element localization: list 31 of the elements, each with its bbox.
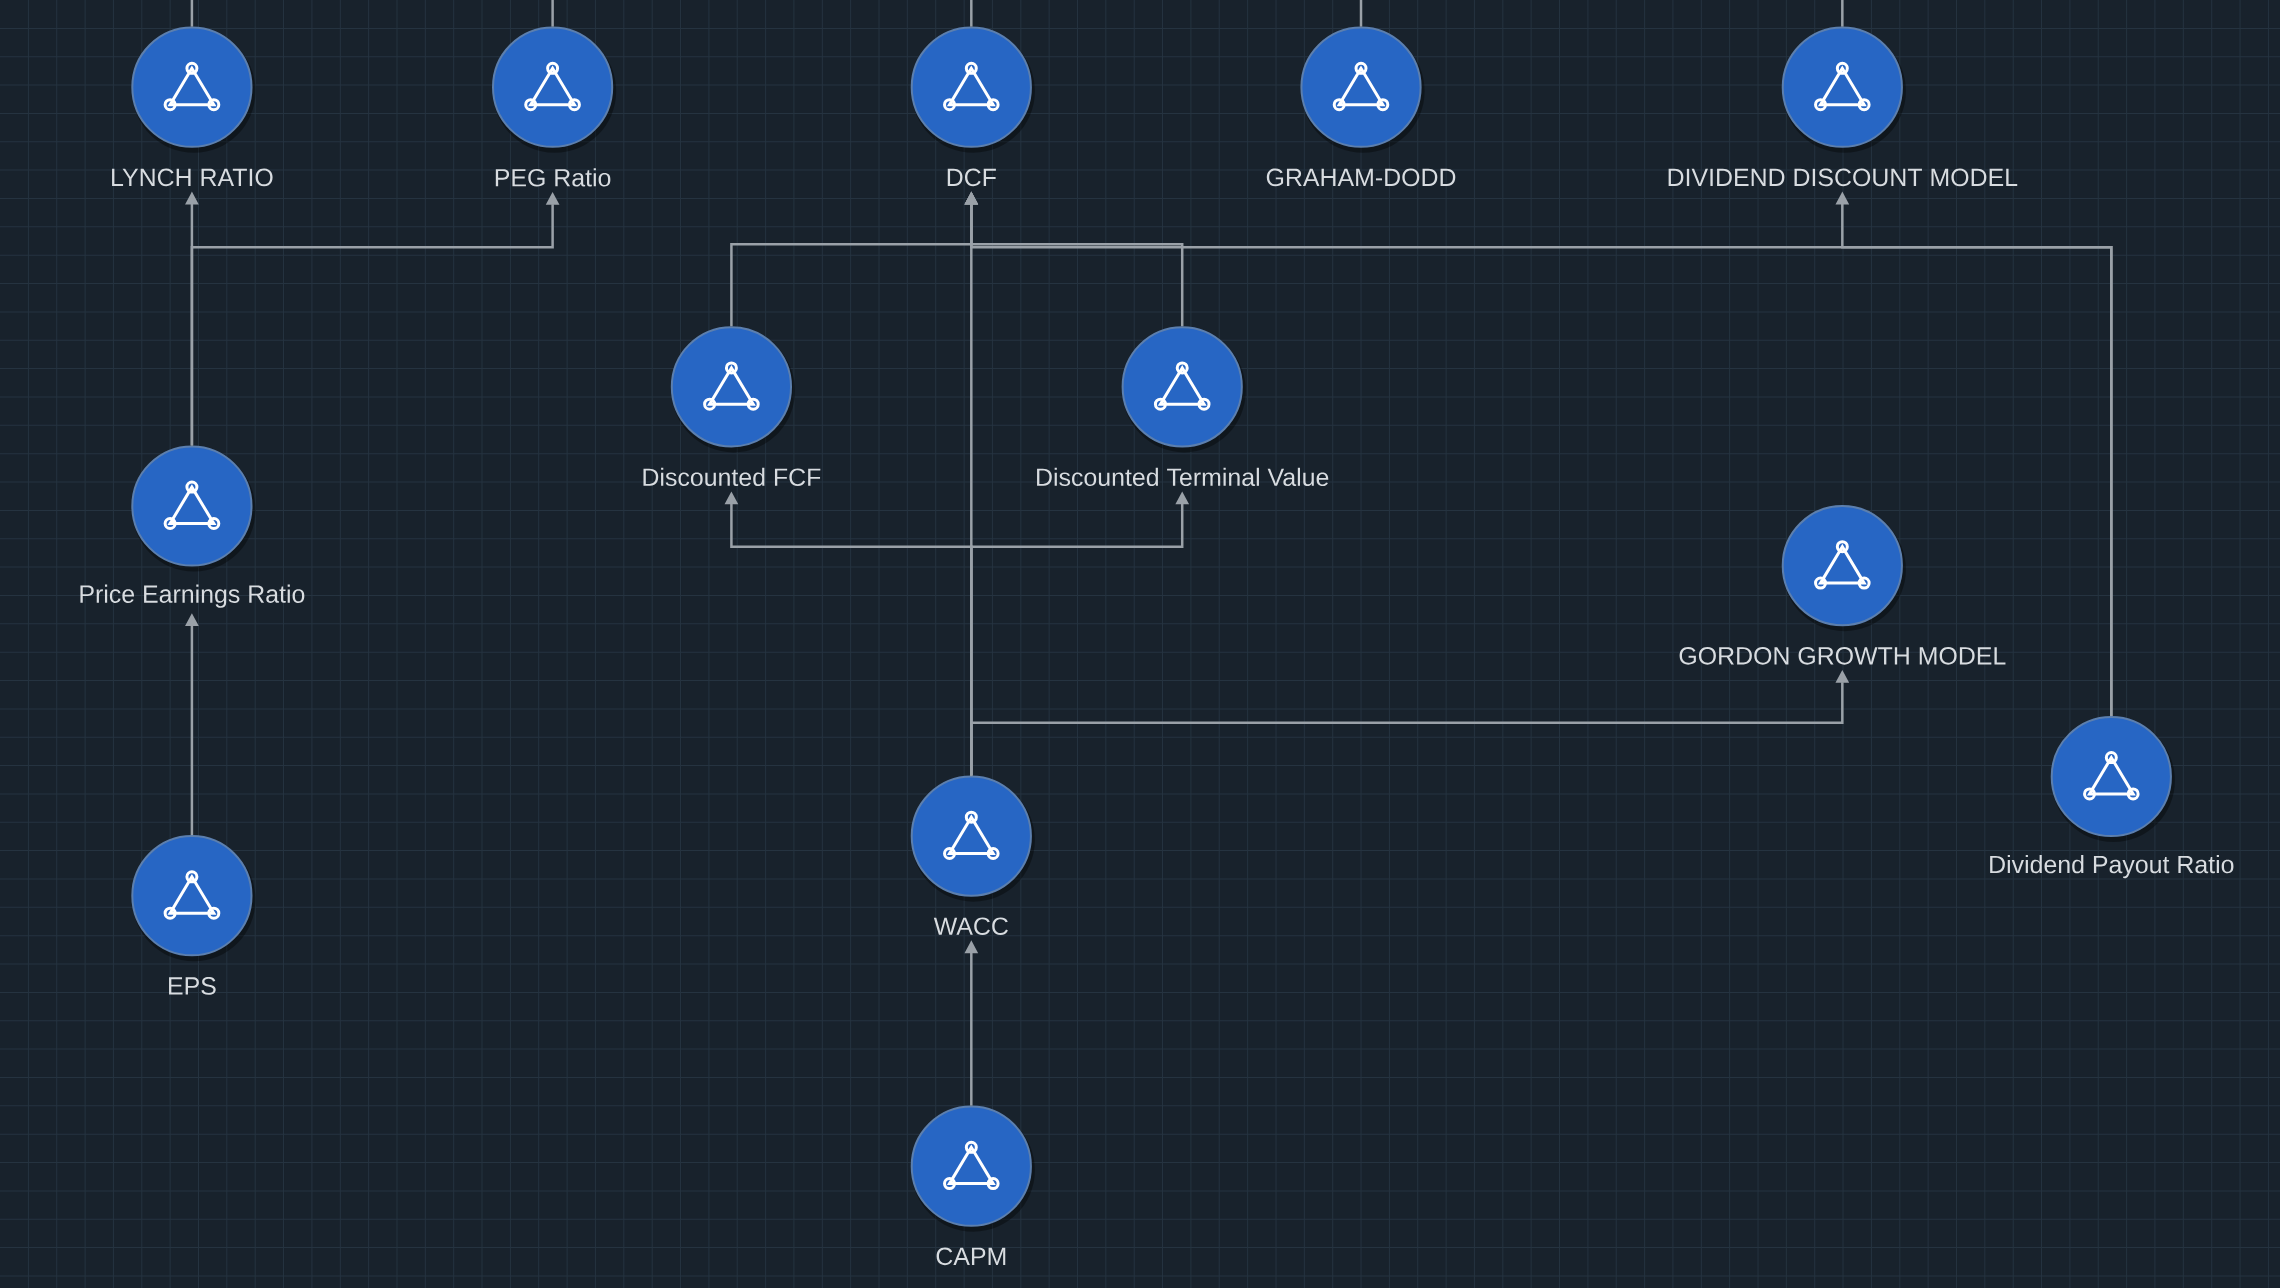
circle-node: Dividend Payout Ratio <box>1990 715 2234 879</box>
circle-node: DCF <box>910 26 1035 187</box>
circle-node: EPS <box>131 835 256 995</box>
circle-node: Discounted Terminal Value <box>1037 326 1329 487</box>
circle-node: LYNCH RATIO <box>112 26 273 187</box>
connector-line <box>551 0 554 27</box>
connector-line <box>190 0 194 27</box>
circle-node: PEG Ratio <box>492 26 617 187</box>
node-label: Price Earnings Ratio <box>80 584 305 608</box>
circle-node: Price Earnings Ratio <box>80 445 305 608</box>
node-label: LYNCH RATIO <box>112 168 273 187</box>
connector-line <box>1359 0 1363 27</box>
node-label: Discounted FCF <box>643 467 821 487</box>
node-label: PEG Ratio <box>495 168 611 187</box>
node-label: DCF <box>947 168 996 187</box>
circle-node: Discounted FCF <box>643 326 821 487</box>
circle-node: DIVIDEND DISCOUNT MODEL <box>1668 26 2018 187</box>
circle-node: CAPM <box>910 1105 1035 1266</box>
circle-node: WACC <box>910 775 1035 936</box>
connector-line <box>970 0 973 27</box>
node-label: CAPM <box>936 1247 1006 1266</box>
node-label: Dividend Payout Ratio <box>1990 855 2234 879</box>
node-label: EPS <box>169 977 216 995</box>
circle-node: GRAHAM-DODD <box>1266 26 1456 187</box>
node-label: GORDON GROWTH MODEL <box>1679 646 2006 665</box>
connector-line <box>1841 0 1844 27</box>
node-label: WACC <box>933 917 1008 936</box>
circle-node: GORDON GROWTH MODEL <box>1679 505 2006 665</box>
node-label: Discounted Terminal Value <box>1037 467 1329 487</box>
node-label: GRAHAM-DODD <box>1266 168 1456 187</box>
node-label: DIVIDEND DISCOUNT MODEL <box>1668 168 2018 187</box>
